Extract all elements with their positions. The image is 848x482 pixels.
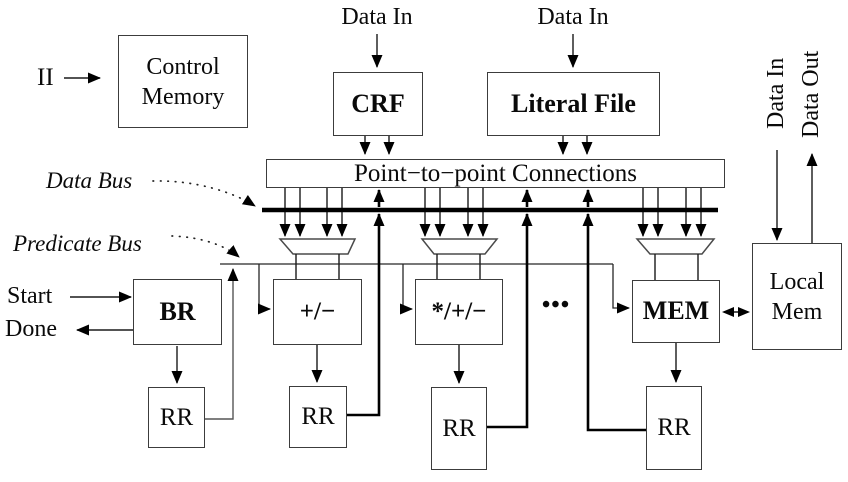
mux-legs — [295, 254, 699, 280]
data-out-right-label: Data Out — [798, 50, 824, 138]
literal-output-arrows — [557, 136, 593, 155]
crf-box: CRF — [333, 72, 423, 136]
start-label: Start — [7, 283, 53, 309]
predicate-drop-arrows — [258, 264, 630, 315]
data-in-crf-label: Data In — [341, 4, 413, 30]
mem-localmem-arrow — [722, 307, 750, 317]
rr-addsub-to-p2p — [347, 189, 385, 417]
ellipsis-more-units: ••• — [541, 292, 571, 318]
data-bus-pointer-arrow — [152, 180, 256, 207]
crf-output-arrows — [359, 136, 395, 155]
mem-unit-box: MEM — [632, 280, 720, 343]
rr-br-to-predicate-bus — [205, 268, 239, 420]
mux-muladdsub — [420, 238, 499, 255]
muladdsub-unit-box: */+/− — [415, 279, 503, 345]
data-in-right-label: Data In — [763, 57, 789, 129]
rr-box-addsub: RR — [289, 386, 347, 448]
control-memory-box: Control Memory — [118, 35, 248, 128]
ii-label: II — [37, 64, 54, 91]
predicate-bus-label: Predicate Bus — [13, 231, 142, 256]
unit-to-rr-arrows — [171, 343, 682, 384]
rr-mem-to-p2p — [582, 189, 646, 432]
point-to-point-box: Point−to−point Connections — [266, 159, 725, 188]
rr-box-br: RR — [148, 387, 205, 448]
predicate-bus-pointer-arrow — [171, 235, 240, 258]
addsub-unit-box: +/− — [273, 279, 362, 345]
rr-box-mem: RR — [646, 386, 702, 470]
done-label: Done — [5, 316, 57, 342]
data-bus-label: Data Bus — [46, 168, 133, 193]
mux-mem — [635, 238, 716, 255]
rr-box-muladdsub: RR — [431, 387, 487, 470]
br-unit-box: BR — [133, 279, 222, 345]
local-mem-box: Local Mem — [752, 243, 842, 350]
rr-muladdsub-to-p2p — [487, 189, 533, 429]
data-in-literal-label: Data In — [537, 4, 609, 30]
literal-file-box: Literal File — [487, 72, 660, 136]
mux-addsub — [278, 238, 357, 255]
